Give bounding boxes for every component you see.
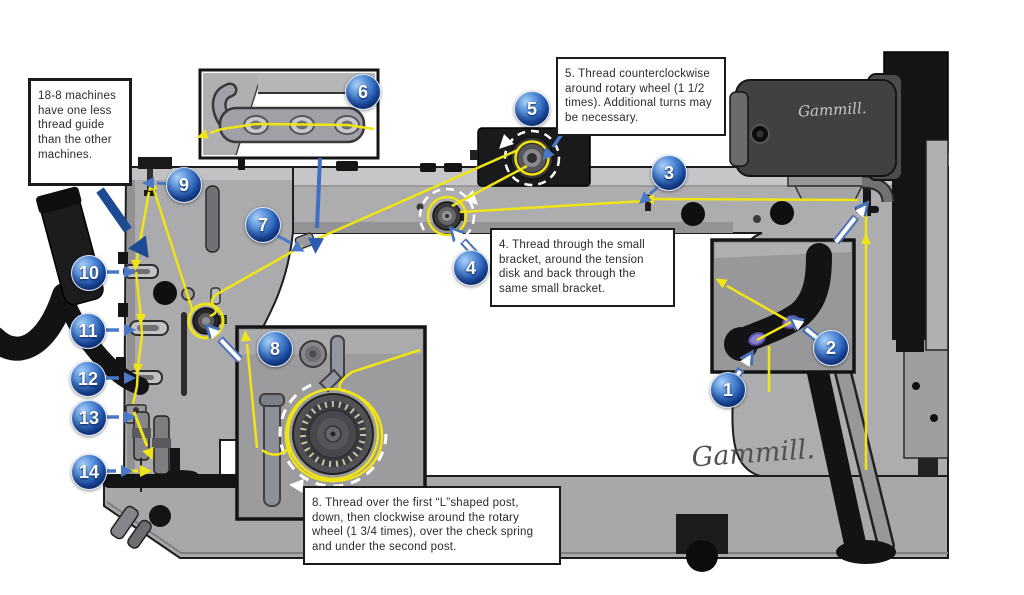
step-8-box: 8. Thread over the first “L”shaped post,… <box>303 486 561 565</box>
callout-5: 5 <box>514 91 550 127</box>
callout-2: 2 <box>813 330 849 366</box>
callout-9: 9 <box>166 167 202 203</box>
callout-7: 7 <box>245 207 281 243</box>
callout-6: 6 <box>345 74 381 110</box>
callout-4: 4 <box>453 250 489 286</box>
callout-8: 8 <box>257 331 293 367</box>
rotary-wheel-top <box>470 127 591 187</box>
white-arrow-post <box>832 200 870 245</box>
gammill-motor-logo: Gammill. <box>798 99 867 121</box>
callout-14: 14 <box>71 454 107 490</box>
callout-12: 12 <box>70 361 106 397</box>
callout-1: 1 <box>710 372 746 408</box>
step-4-box: 4. Thread through the small bracket, aro… <box>490 228 675 307</box>
callout-3: 3 <box>651 155 687 191</box>
motor-assembly: Gammill. <box>729 51 949 352</box>
tension-disk <box>418 187 478 245</box>
callout-10: 10 <box>71 255 107 291</box>
note-18-8-box: 18-8 machines have one less thread guide… <box>28 78 132 186</box>
inset-thread-arm <box>710 238 856 392</box>
callout-11: 11 <box>70 313 106 349</box>
callout-13: 13 <box>71 400 107 436</box>
step-5-box: 5. Thread counterclockwise around rotary… <box>556 57 726 136</box>
white-arrow-8 <box>204 323 243 363</box>
